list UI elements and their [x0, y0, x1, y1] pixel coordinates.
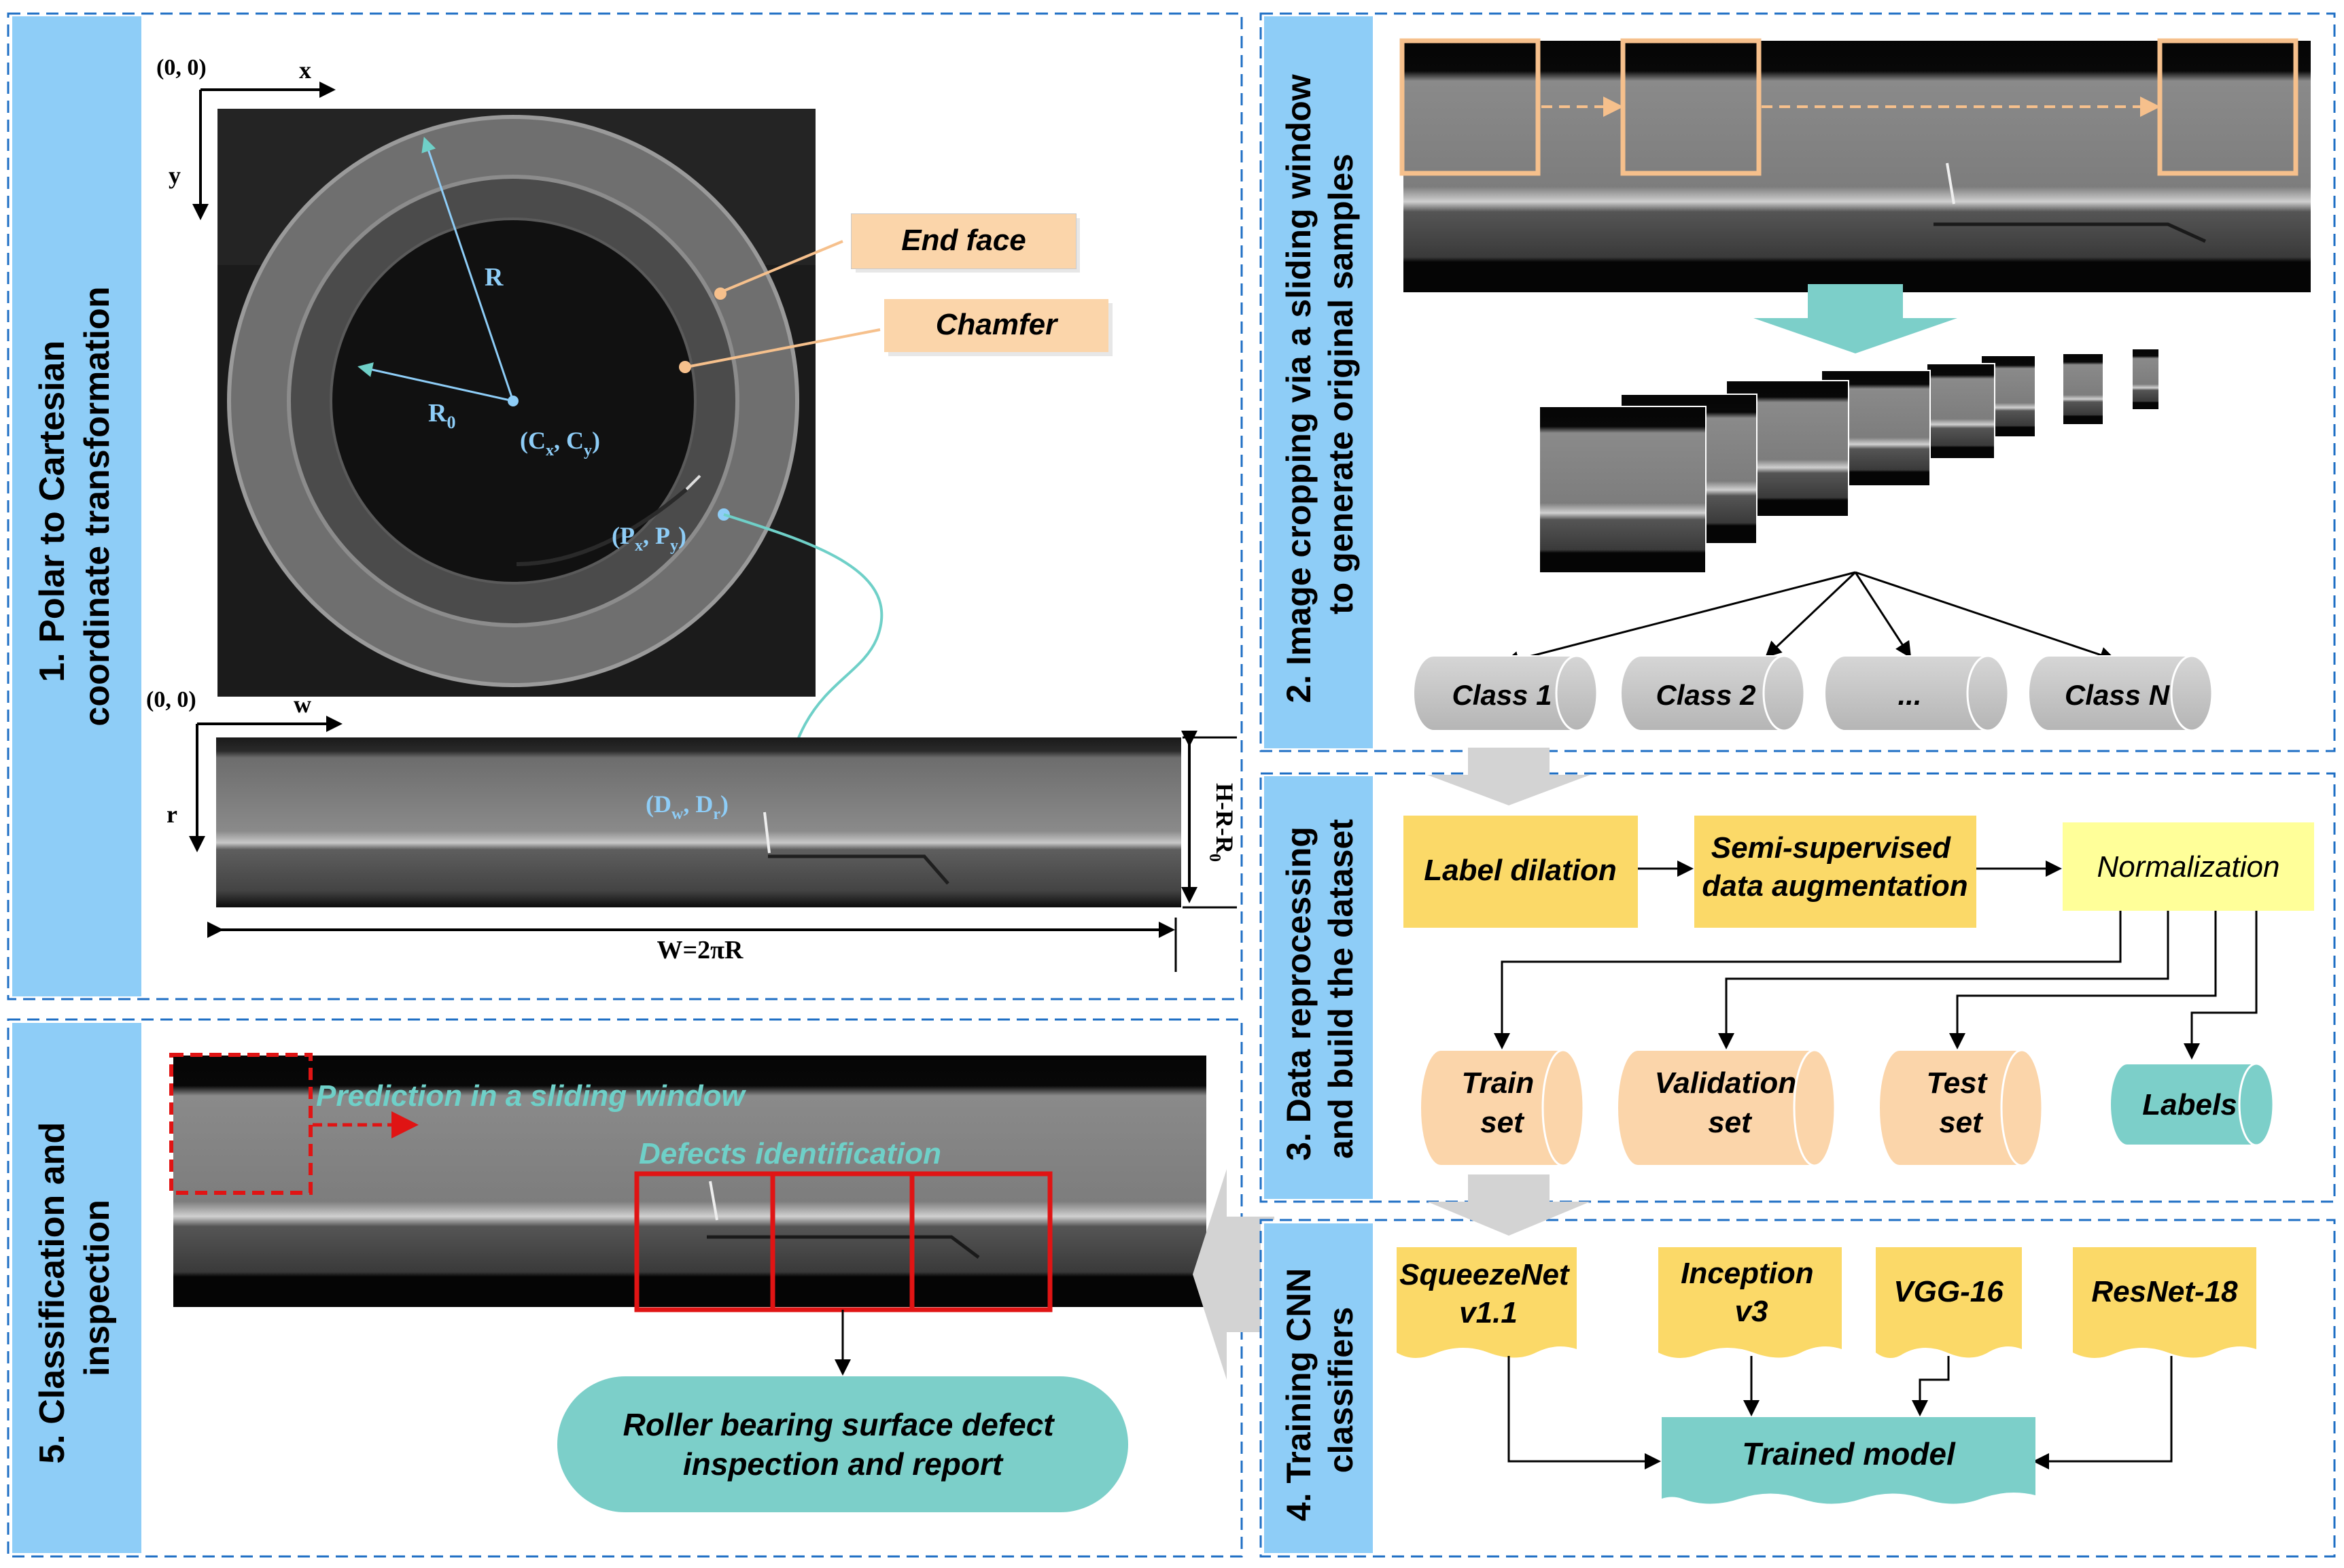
normalization-label: Normalization	[2097, 850, 2280, 884]
radius-R-label: R	[485, 263, 504, 292]
origin-bottom-label: (0, 0)	[146, 687, 196, 712]
panel-3-to-4-arrow	[1427, 1174, 1590, 1236]
origin-top-label: (0, 0)	[156, 55, 207, 80]
panel-4-title-bar	[1264, 1223, 1373, 1553]
panel-4-to-5-arrow-shape	[1193, 1169, 1274, 1380]
strip-point-label: (Dw, Dr)	[646, 790, 729, 823]
vgg-to-model	[1912, 1356, 1950, 1416]
chamfer-dot	[679, 361, 691, 373]
center-coordinate-label: (Cx, Cy)	[520, 427, 600, 459]
panel-3-title-bar	[1264, 776, 1373, 1199]
defect-window-3	[909, 1171, 1053, 1312]
panel-5-title-bar	[12, 1023, 141, 1553]
labels-label: Labels	[2142, 1088, 2237, 1121]
squeezenet-to-model	[1507, 1356, 1661, 1469]
trained-model-label: Trained model	[1742, 1436, 1956, 1471]
stack-to-ellipsis	[1854, 572, 1912, 659]
test-set-cylinder: Test set	[1878, 1049, 2044, 1167]
panel-3-data-processing: 3. Data reprocessing and build the datas…	[1259, 748, 2336, 1203]
panel-4-title: 4. Training CNN classifiers	[1280, 1259, 1360, 1521]
label-dilation-box	[1403, 816, 1638, 928]
validation-set-cylinder: Validation set	[1617, 1049, 1836, 1167]
class-n-cylinder: Class N	[2028, 655, 2214, 732]
resnet-box	[2073, 1247, 2256, 1359]
radius-R0-line	[357, 362, 514, 402]
report-label: Roller bearing surface defect inspection…	[623, 1407, 1063, 1482]
class-1-label: Class 1	[1452, 679, 1552, 711]
chamfer-label-box	[884, 299, 1108, 352]
end-face-dot	[714, 288, 727, 300]
class-ellipsis-cylinder: ...	[1824, 655, 2010, 732]
axis-r-label: r	[167, 801, 177, 828]
point-mapping-curve	[723, 513, 884, 825]
augmentation-box	[1694, 816, 1976, 928]
vgg-box	[1876, 1247, 2022, 1359]
point-coordinate-label: (Px, Py)	[612, 522, 686, 555]
class-2-cylinder: Class 2	[1620, 655, 1806, 732]
class-n-label: Class N	[2065, 679, 2171, 711]
panel-3-title: 3. Data reprocessing and build the datas…	[1280, 817, 1360, 1161]
crop-window-1	[1399, 38, 1541, 176]
end-face-label-fill	[852, 214, 1076, 268]
defects-label: Defects identification	[639, 1137, 941, 1170]
normalization-box	[2063, 822, 2314, 911]
width-dim-label: W=2πR	[657, 936, 744, 964]
resnet-label: ResNet-18	[2091, 1275, 2238, 1308]
radius-R0-label: R0	[428, 399, 455, 432]
train-set-label: Train set	[1461, 1066, 1542, 1139]
panel-5-classification: 5. Classification and inspection Predict…	[7, 1018, 1274, 1558]
cropped-samples-stack	[1539, 348, 2160, 574]
axis-w-label: w	[294, 691, 311, 718]
norm-to-validation	[1718, 911, 2169, 1049]
class-ellipsis-label: ...	[1897, 679, 1921, 711]
inception-box	[1658, 1247, 1842, 1359]
trained-model-box	[1662, 1417, 2035, 1504]
axis-x-label: x	[299, 56, 311, 84]
panel-1-title: 1. Polar to Cartesian coordinate transfo…	[33, 286, 117, 726]
panel-4-training: 4. Training CNN classifiers SqueezeNet v…	[1259, 1174, 2336, 1558]
norm-to-labels	[2184, 911, 2258, 1060]
panel-1-title-bar	[12, 16, 141, 996]
end-face-leader	[720, 240, 843, 294]
panel-1-coordinate-transform: 1. Polar to Cartesian coordinate transfo…	[7, 12, 1243, 1000]
prediction-label: Prediction in a sliding window	[316, 1079, 746, 1113]
height-dim-label: H-R-R0	[1206, 783, 1238, 862]
chamfer-leader	[686, 328, 881, 368]
unrolled-strip-image	[216, 737, 1181, 907]
squeezenet-label: SqueezeNet v1.1	[1399, 1258, 1577, 1329]
norm-to-test	[1949, 911, 2217, 1049]
label-dilation-label: Label dilation	[1424, 854, 1617, 887]
squeezenet-box	[1397, 1247, 1577, 1359]
augmentation-label: Semi-supervised data augmentation	[1702, 831, 1967, 903]
validation-set-label: Validation set	[1655, 1066, 1805, 1139]
prediction-window	[169, 1053, 313, 1195]
panel-2-title-bar	[1264, 16, 1373, 748]
test-set-label: Test set	[1926, 1066, 1995, 1139]
panel-2-title: 2. Image cropping via a sliding window t…	[1280, 65, 1360, 703]
stack-to-classN	[1855, 571, 2116, 663]
inspection-strip-image	[173, 1056, 1206, 1307]
chamfer-label: Chamfer	[936, 308, 1059, 341]
resnet-to-model	[2033, 1356, 2173, 1469]
panel-5-title: 5. Classification and inspection	[33, 1112, 117, 1463]
panel-2-down-arrow	[1753, 284, 1957, 353]
labels-cylinder: Labels	[2110, 1062, 2275, 1147]
panel-2-to-3-arrow	[1427, 748, 1590, 805]
vgg-label: VGG-16	[1893, 1275, 2004, 1308]
stack-to-class2	[1765, 571, 1857, 658]
inception-label: Inception v3	[1681, 1257, 1822, 1328]
report-box	[557, 1376, 1128, 1512]
norm-to-train	[1494, 911, 2122, 1049]
end-face-label: End face	[901, 224, 1026, 257]
axis-y-label: y	[169, 162, 181, 189]
radius-R-line	[421, 137, 514, 402]
panel-2-image-cropping: 2. Image cropping via a sliding window t…	[1259, 12, 2336, 752]
class-2-label: Class 2	[1656, 679, 1755, 711]
class-1-cylinder: Class 1	[1413, 655, 1598, 732]
train-set-cylinder: Train set	[1420, 1049, 1585, 1167]
stack-to-class1	[1503, 571, 1856, 667]
